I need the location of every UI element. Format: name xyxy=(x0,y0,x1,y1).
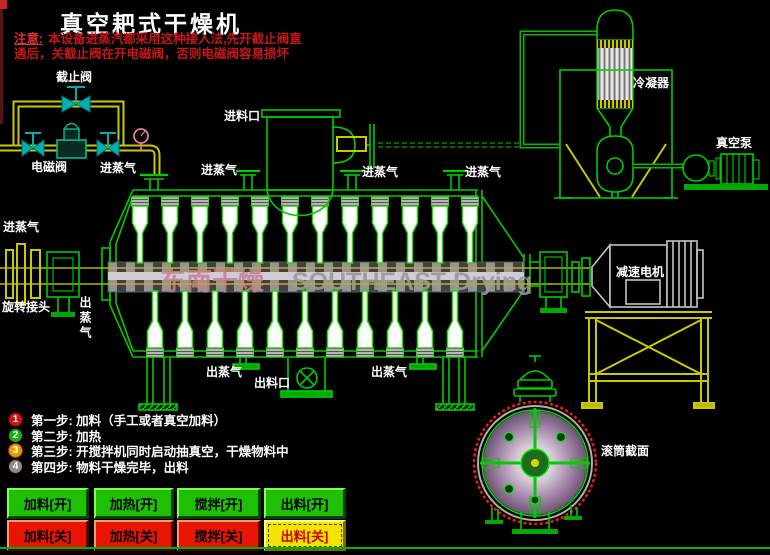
step-badge-4: 4 xyxy=(8,458,23,474)
bottom-divider xyxy=(0,547,770,549)
steam-in-label-1: 进蒸气 xyxy=(100,161,137,175)
heat-off-button[interactable]: 加热[关] xyxy=(94,520,174,551)
pressure-gauge xyxy=(133,128,149,150)
drum-cross-section xyxy=(472,355,598,534)
condenser xyxy=(596,9,634,136)
watermark-en: SOUTHEAST Drying xyxy=(292,268,532,296)
step-badge-1: 1 xyxy=(8,412,23,428)
step-item-1: 1 第一步: 加料（手工或者真空加料） xyxy=(8,412,289,428)
drum-section-label: 滚筒截面 xyxy=(601,444,650,458)
steam-in-label-3: 进蒸气 xyxy=(362,165,399,179)
shaft-steam-tubes xyxy=(0,267,590,285)
vacuum-pump xyxy=(633,153,768,190)
steam-nozzles xyxy=(236,169,467,190)
vessel-legs xyxy=(138,357,475,411)
steam-in-label-4: 进蒸气 xyxy=(465,165,502,179)
corner-artifact xyxy=(0,0,7,9)
notice-prefix: 注意: xyxy=(14,32,44,46)
vapor-line xyxy=(378,30,597,149)
page-title: 真空耙式干燥机 xyxy=(60,11,242,37)
steam-out-label-br: 出蒸气 xyxy=(371,365,408,379)
discharge-off-button[interactable]: 出料[关] xyxy=(264,520,346,551)
feed-on-button[interactable]: 加料[开] xyxy=(7,488,89,519)
discharge-port-label: 出料口 xyxy=(254,376,291,390)
stir-off-button[interactable]: 搅拌[关] xyxy=(177,520,261,551)
notice-line2: 通后，关截止阀在开电磁阀，否则电磁阀容易损坏 xyxy=(14,47,290,61)
agitator-shaft xyxy=(107,261,525,293)
line-valve-left xyxy=(21,132,45,157)
step-item-2: 2 第二步: 加热 xyxy=(8,427,289,444)
condenser-label: 冷凝器 xyxy=(633,76,670,90)
operation-steps: 1 第一步: 加料（手工或者真空加料） 2 第二步: 加热 3 第三步: 开搅拌… xyxy=(8,412,289,475)
notice-text: 注意: 本设备进蒸汽都采用这种接入法,先开截止阀直 通后，关截止阀在开电磁阀，否则… xyxy=(14,32,374,62)
gear-motor-label: 减速电机 xyxy=(616,265,665,279)
step-badge-3: 3 xyxy=(8,443,23,459)
step-text-3: 第三步: 开搅拌机同时启动抽真空，干燥物料中 xyxy=(31,445,289,460)
solenoid-valve xyxy=(56,122,87,159)
discharge-on-button[interactable]: 出料[开] xyxy=(264,488,346,519)
notice-line1: 本设备进蒸汽都采用这种接入法,先开截止阀直 xyxy=(48,32,302,46)
solenoid-valve-label: 电磁阀 xyxy=(31,160,68,174)
step-item-4: 4 第四步: 物料干燥完毕，出料 xyxy=(8,458,289,475)
condenser-frame xyxy=(554,69,678,199)
feed-off-button[interactable]: 加料[关] xyxy=(7,520,89,551)
edge-artifact xyxy=(0,9,3,124)
step-text-4: 第四步: 物料干燥完毕，出料 xyxy=(31,460,189,475)
steam-out-label-left: 出蒸气 xyxy=(78,296,92,341)
discharge-chute xyxy=(280,357,333,398)
step-text-2: 第二步: 加热 xyxy=(31,429,102,444)
hopper-motor xyxy=(336,136,367,152)
motor-stand xyxy=(581,311,715,409)
condensate-receiver xyxy=(596,135,634,198)
steam-out-label-bl: 出蒸气 xyxy=(206,365,243,379)
stir-on-button[interactable]: 搅拌[开] xyxy=(177,488,261,519)
gear-motor xyxy=(591,240,704,310)
steam-out-nozzles xyxy=(232,357,437,370)
heat-on-button[interactable]: 加热[开] xyxy=(94,488,174,519)
step-item-3: 3 第三步: 开搅拌机同时启动抽真空，干燥物料中 xyxy=(8,443,289,459)
step-text-1: 第一步: 加料（手工或者真空加料） xyxy=(31,414,227,429)
rotary-joint-label: 旋转接头 xyxy=(2,300,51,314)
rotary-joint xyxy=(5,243,80,317)
steam-nozzle-1 xyxy=(140,173,168,190)
step-badge-2: 2 xyxy=(8,427,23,443)
feed-inlet-label: 进料口 xyxy=(224,109,261,123)
drive-train xyxy=(539,251,591,313)
vacuum-pump-label: 真空泵 xyxy=(716,136,753,150)
stop-valve xyxy=(61,86,91,113)
stop-valve-label: 截止阀 xyxy=(56,70,93,84)
line-valve-right xyxy=(96,132,120,157)
steam-in-label-left: 进蒸气 xyxy=(3,220,40,234)
steam-in-label-2: 进蒸气 xyxy=(201,163,238,177)
feed-hopper xyxy=(261,109,375,217)
